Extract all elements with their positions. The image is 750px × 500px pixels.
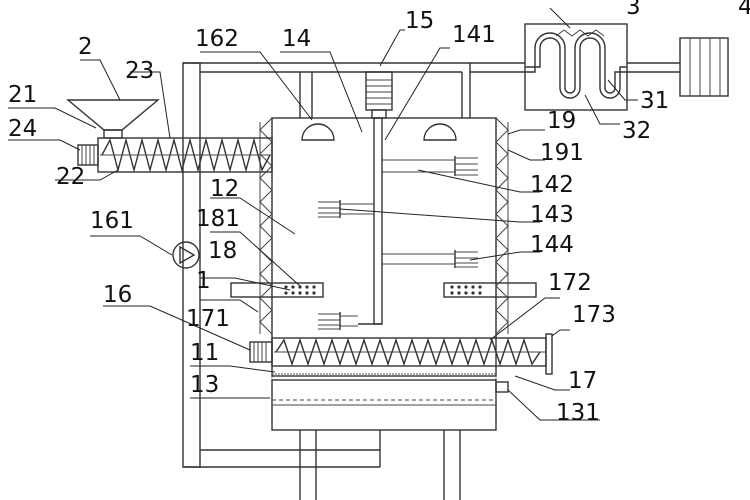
- feed-screw-motor: [77, 144, 99, 166]
- stirring-shaft: [358, 117, 383, 325]
- label-24: 24: [8, 116, 37, 142]
- label-131: 131: [556, 400, 600, 426]
- label-17: 17: [568, 368, 597, 394]
- main-tank-body: [259, 117, 509, 377]
- discharge-screw-motor: [249, 341, 273, 363]
- label-31: 31: [640, 88, 669, 114]
- label-191: 191: [540, 140, 584, 166]
- perforated-plate-right: [443, 282, 537, 298]
- condenser-coil: [525, 32, 627, 99]
- spray-nozzle-right: [423, 123, 457, 141]
- leader-lines: [8, 7, 638, 421]
- circulation-pump: [172, 241, 200, 269]
- label-161: 161: [90, 208, 134, 234]
- label-2: 2: [78, 34, 93, 60]
- label-12: 12: [210, 176, 239, 202]
- label-3: 3: [626, 0, 641, 20]
- label-23: 23: [125, 58, 154, 84]
- label-172: 172: [548, 270, 592, 296]
- perforated-plate-left: [230, 282, 324, 298]
- stirring-motor: [365, 71, 393, 119]
- discharge-screw-conveyor: [271, 333, 553, 375]
- label-18: 18: [208, 238, 237, 264]
- label-32: 32: [622, 118, 651, 144]
- label-15: 15: [405, 8, 434, 34]
- label-13: 13: [190, 372, 219, 398]
- feed-hopper: [66, 99, 160, 139]
- label-22: 22: [56, 164, 85, 190]
- filter-mesh: [271, 373, 497, 381]
- label-171: 171: [186, 306, 230, 332]
- label-19: 19: [547, 108, 576, 134]
- left-filter-wall: [259, 117, 273, 335]
- label-4: 4: [738, 0, 750, 20]
- support-legs: [299, 430, 461, 500]
- vacuum-pump: [627, 37, 729, 97]
- label-181: 181: [196, 206, 240, 232]
- label-143: 143: [530, 202, 574, 228]
- label-14: 14: [282, 26, 311, 52]
- stirring-arms: [340, 159, 455, 327]
- reference-numerals: 2 23 21 24 22 162 14 15 141 3 4 31 32 19…: [8, 0, 750, 426]
- label-16: 16: [103, 282, 132, 308]
- label-21: 21: [8, 82, 37, 108]
- label-144: 144: [530, 232, 574, 258]
- label-141: 141: [452, 22, 496, 48]
- label-142: 142: [530, 172, 574, 198]
- feed-screw-conveyor: [97, 137, 273, 173]
- outer-pipe-frame: [182, 62, 525, 468]
- rake-left-middle: [318, 200, 341, 218]
- rake-right-upper: [454, 156, 478, 176]
- label-173: 173: [572, 302, 616, 328]
- label-1: 1: [196, 268, 211, 294]
- spray-nozzle-left: [301, 123, 335, 141]
- water-collection-tank: [271, 379, 509, 431]
- rake-right-lower: [454, 250, 478, 268]
- right-filter-wall: [495, 117, 509, 335]
- rake-left-bottom: [318, 312, 341, 330]
- label-162: 162: [195, 26, 239, 52]
- label-11: 11: [190, 340, 219, 366]
